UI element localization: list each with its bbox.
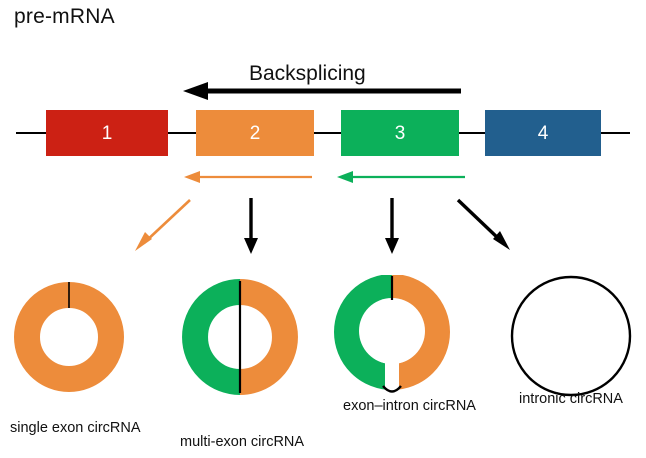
exon-intron-circrna-label: exon–intron circRNA (343, 398, 476, 414)
exon-box-1: 1 (46, 110, 168, 156)
exon-intron-circrna-shape (334, 274, 450, 393)
multi-exon-circrna-shape (182, 279, 298, 395)
exon-box-4: 4 (485, 110, 601, 156)
pre-mrna-backbone-line (16, 132, 630, 134)
arrow-to-intronic (456, 198, 510, 250)
backsplicing-label: Backsplicing (249, 62, 366, 85)
arrow-to-exon-intron (385, 198, 399, 254)
multi-exon-circrna-label: multi-exon circRNA (180, 434, 305, 450)
arrow-to-single-exon (135, 199, 191, 251)
single-exon-circrna-shape (14, 282, 124, 392)
page-title: pre-mRNA (14, 5, 115, 28)
intronic-circrna-label: intronic circRNA (519, 391, 623, 407)
arrow-to-multi-exon (244, 198, 258, 254)
green-splice-arrow (337, 171, 465, 183)
exon-box-3: 3 (341, 110, 459, 156)
intronic-circrna-shape (510, 275, 632, 397)
orange-splice-arrow (184, 171, 312, 183)
exon-box-2: 2 (196, 110, 314, 156)
single-exon-circrna-label: single exon circRNA (10, 420, 141, 436)
